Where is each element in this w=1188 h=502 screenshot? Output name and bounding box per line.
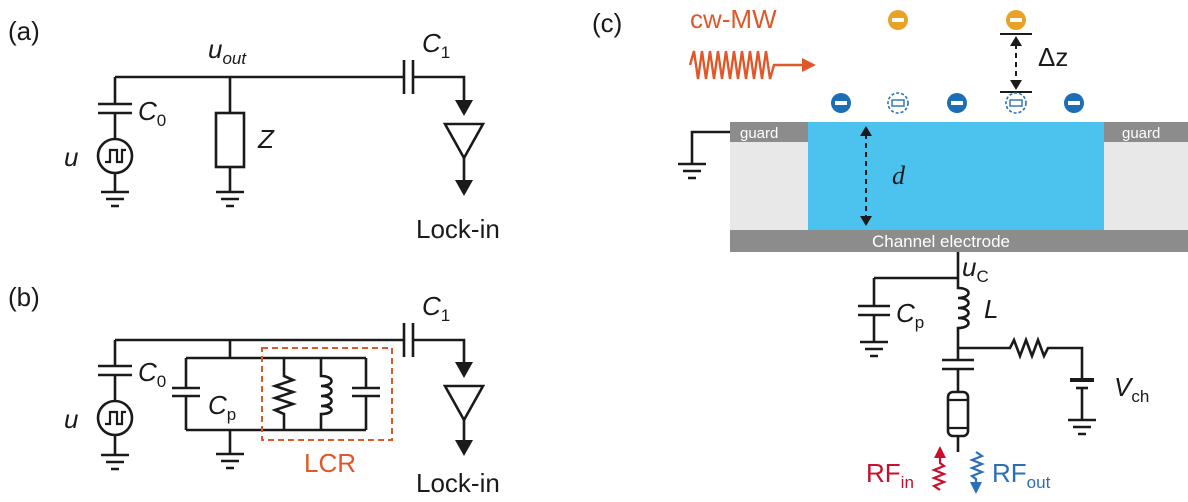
depth-d-arrow — [860, 126, 872, 226]
ion-icon — [1006, 10, 1026, 30]
substrate-left — [730, 142, 808, 230]
vacancy-icon — [887, 92, 909, 114]
panel-c-tag: (c) — [592, 8, 622, 38]
rf-in-label: RF — [866, 458, 901, 488]
coax-cable-icon — [946, 390, 970, 452]
lock-in-amplifier — [442, 362, 486, 456]
svg-text:Cp: Cp — [896, 298, 924, 332]
source-label: u — [64, 142, 78, 172]
lock-in-label: Lock-in — [416, 468, 500, 498]
panel-a: (a) uout C0 u Z — [8, 16, 500, 244]
electron-icon — [947, 93, 967, 113]
impedance-label: Z — [257, 124, 275, 154]
capacitor-c1 — [402, 60, 466, 100]
rf-out-label: RF — [992, 458, 1027, 488]
depth-label: d — [892, 161, 906, 190]
cw-mw-label: cw-MW — [690, 4, 777, 34]
inductor-icon — [956, 278, 970, 348]
panel-a-tag: (a) — [8, 16, 40, 46]
lcr-box — [261, 347, 393, 441]
square-wave-source — [96, 399, 134, 455]
substrate-right — [1104, 142, 1188, 230]
svg-text:Cp: Cp — [208, 390, 236, 424]
c1-label: C — [422, 28, 441, 58]
lock-in-amplifier — [442, 100, 486, 196]
lock-in-label: Lock-in — [416, 214, 500, 244]
vacancy-icon — [1005, 92, 1027, 114]
channel-electrode-label: Channel electrode — [872, 232, 1010, 251]
liquid-helium-layer — [808, 122, 1104, 230]
ground-icon — [216, 190, 244, 208]
svg-text:RFin: RFin — [866, 458, 914, 492]
svg-text:uC: uC — [962, 252, 989, 286]
source-label: u — [64, 404, 78, 434]
inductor-label: L — [984, 294, 998, 324]
delta-z-arrow — [1000, 33, 1032, 93]
ground-icon — [216, 430, 244, 470]
c0-label: C — [138, 357, 157, 387]
cp-label: C — [896, 298, 915, 328]
lcr-label: LCR — [304, 448, 356, 478]
panel-b: (b) C0 u Cp — [8, 282, 500, 498]
svg-text:C0: C0 — [138, 96, 166, 130]
guard-label-left: guard — [740, 125, 778, 142]
ground-icon — [101, 190, 129, 208]
capacitor-cp — [172, 358, 200, 430]
panel-c: (c) cw-MW Δz — [592, 4, 1188, 494]
svg-text:C1: C1 — [422, 291, 450, 325]
capacitor-c1 — [402, 323, 466, 362]
ground-icon — [678, 130, 730, 180]
rf-out-arrow — [969, 451, 985, 494]
ion-icon — [888, 10, 908, 30]
guard-electrode-right — [1104, 122, 1188, 142]
svg-text:Vch: Vch — [1114, 372, 1149, 406]
node-label-uc: u — [962, 252, 976, 282]
channel-electrode — [730, 230, 1188, 252]
c1-label: C — [422, 291, 441, 321]
ground-icon — [101, 453, 129, 471]
square-wave-source — [96, 137, 134, 192]
electron-icon — [1064, 93, 1084, 113]
delta-z-label: Δz — [1038, 42, 1068, 72]
cp-label: C — [208, 390, 227, 420]
vch-label: V — [1114, 372, 1134, 402]
bias-branch — [958, 336, 1096, 436]
microwave-wave-icon — [688, 50, 816, 80]
rf-in-arrow — [931, 446, 947, 491]
ground-icon — [860, 340, 888, 358]
ground-icon — [1068, 388, 1096, 436]
capacitor-c0 — [98, 340, 132, 400]
c0-label: C — [138, 96, 157, 126]
inductor-icon — [319, 358, 333, 430]
guard-electrode-left — [730, 122, 808, 142]
coupling-capacitor — [942, 348, 974, 392]
electron-icon — [831, 93, 851, 113]
panel-b-tag: (b) — [8, 282, 40, 312]
impedance-z — [214, 77, 246, 208]
svg-text:RFout: RFout — [992, 458, 1051, 492]
svg-text:C1: C1 — [422, 28, 450, 62]
resistor-icon — [270, 358, 298, 430]
svg-text:uout: uout — [208, 34, 247, 68]
node-label-uout: u — [208, 34, 222, 64]
guard-label-right: guard — [1122, 125, 1160, 142]
capacitor-c0 — [98, 77, 132, 138]
capacitor-cp — [858, 278, 890, 358]
svg-text:C0: C0 — [138, 357, 166, 391]
capacitor-icon — [352, 358, 380, 430]
